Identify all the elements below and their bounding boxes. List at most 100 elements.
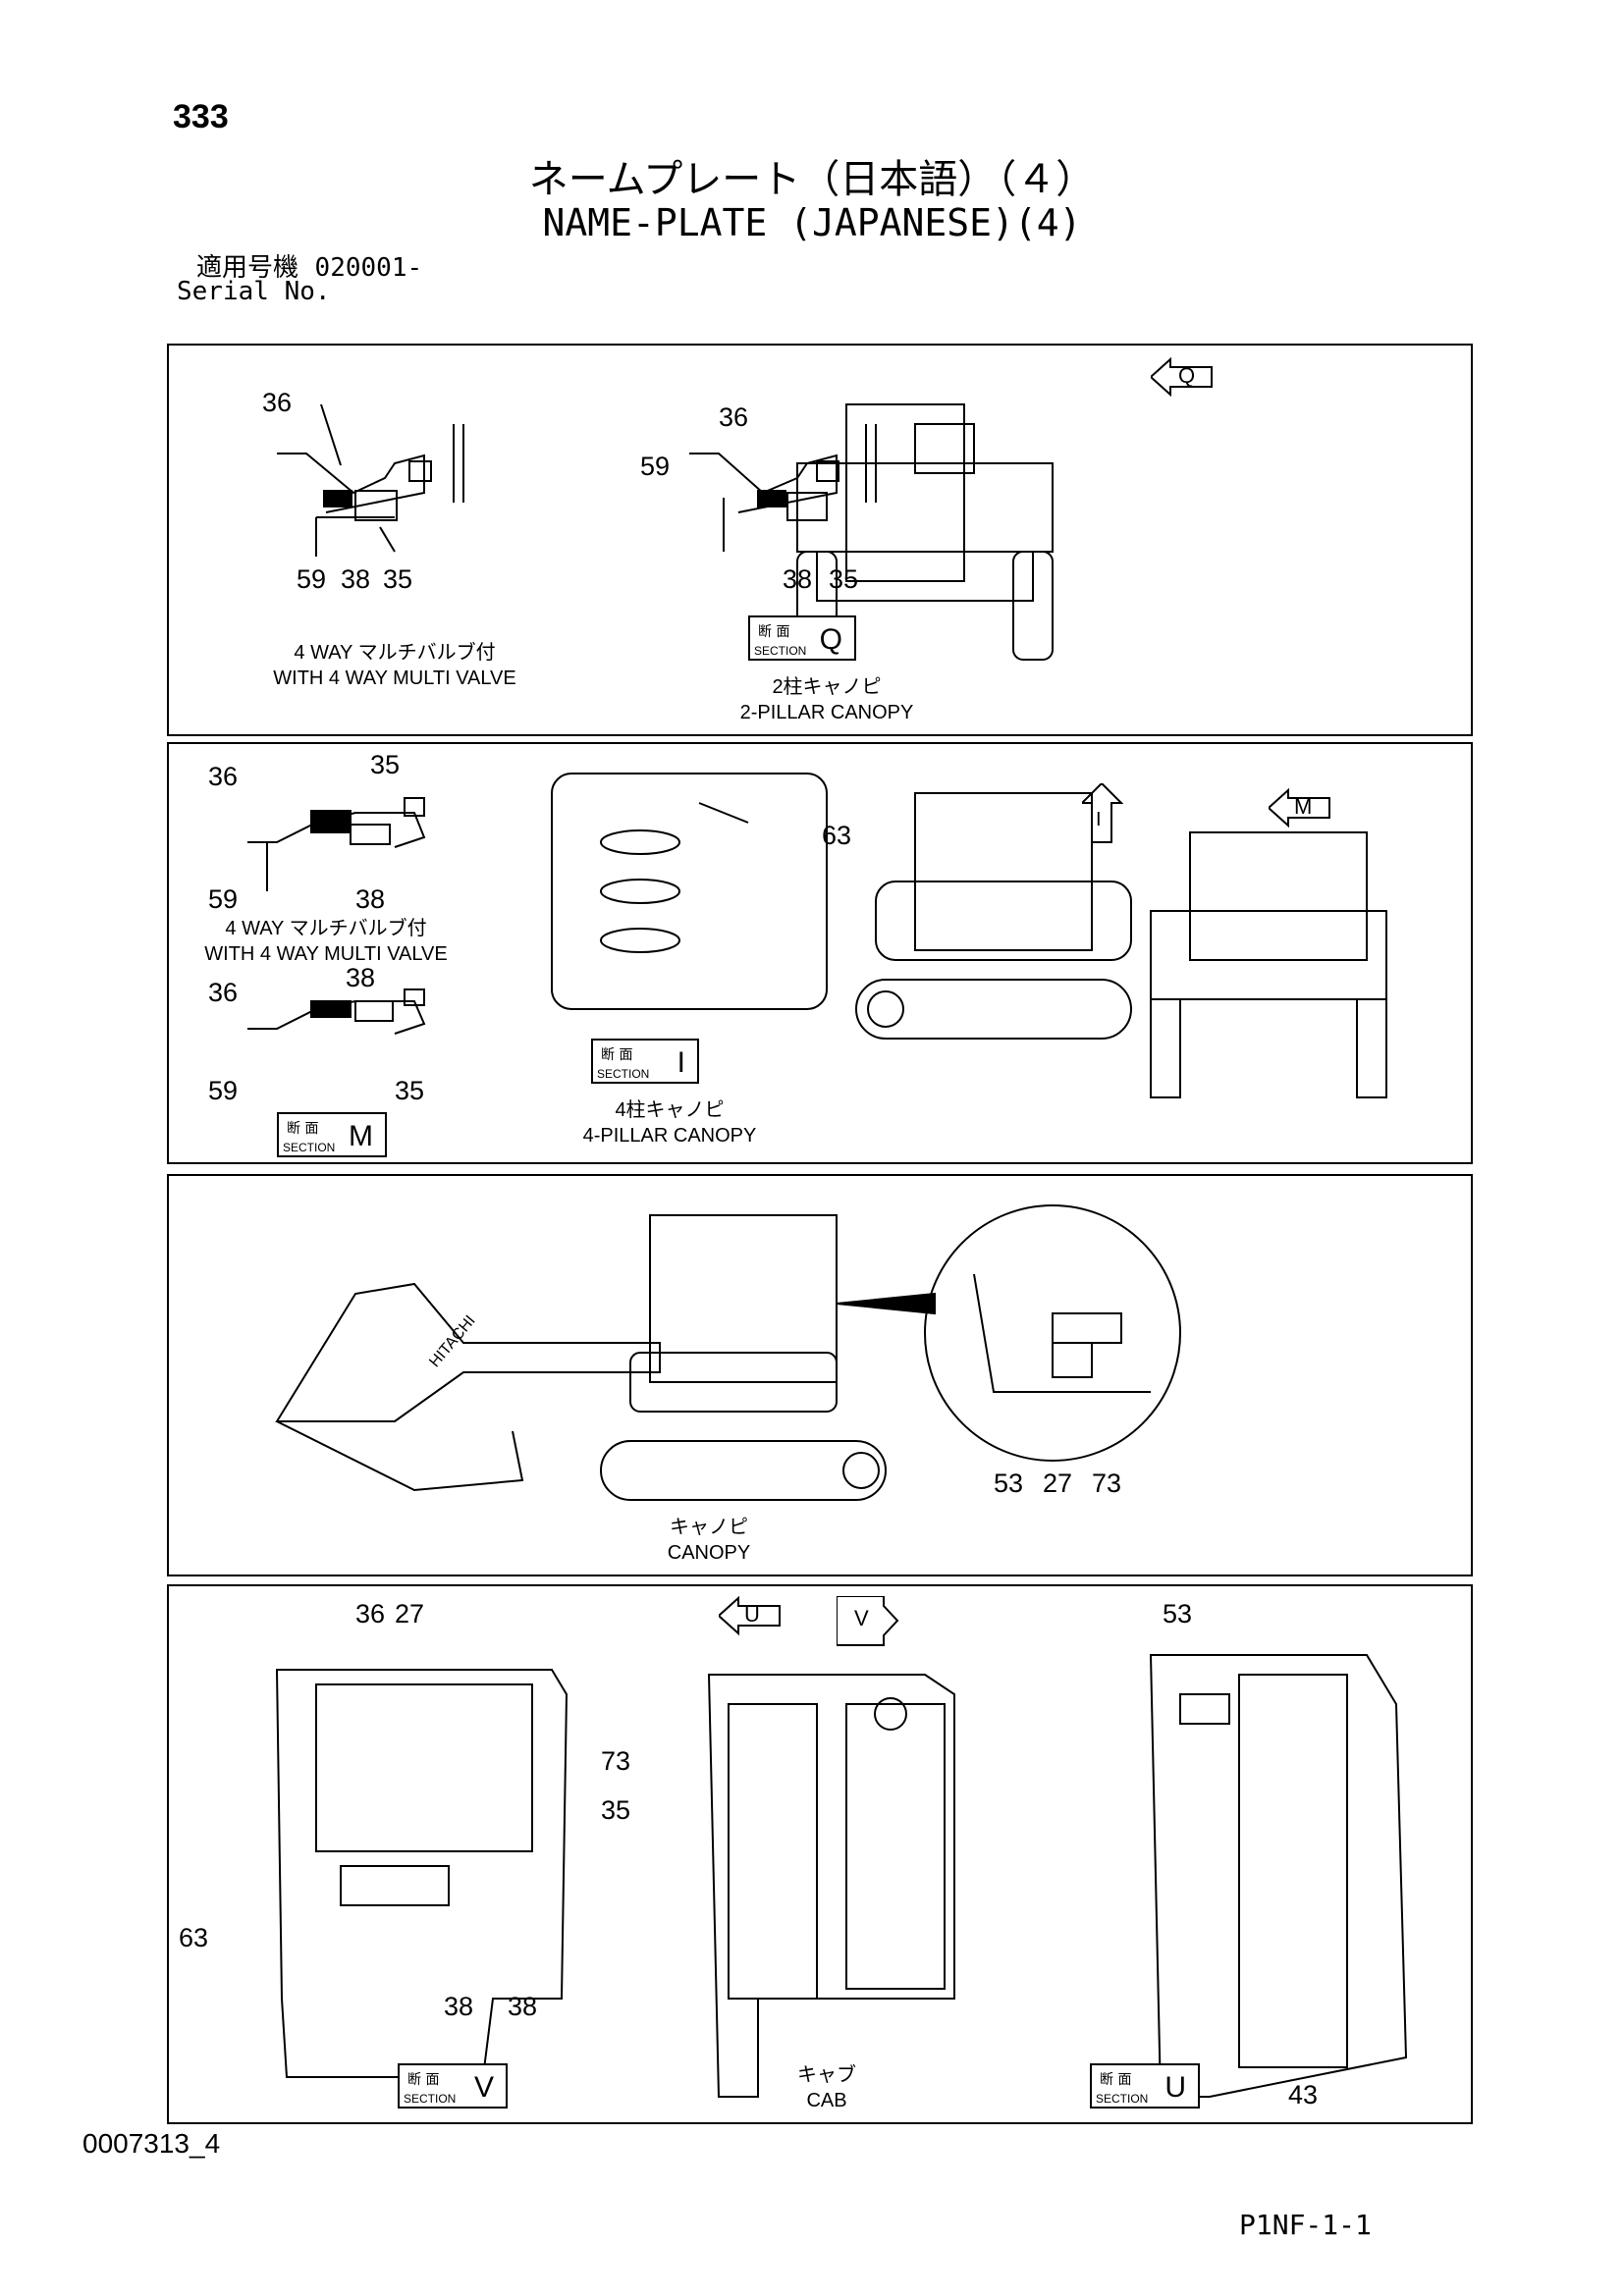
rear-screen [551, 773, 828, 1010]
section-label-u: 断 面 SECTION U [1090, 2063, 1200, 2109]
caption-2pillar-en: 2-PILLAR CANOPY [739, 702, 914, 723]
page-title-en: NAME-PLATE (JAPANESE)(4) [542, 201, 1082, 244]
callout-38: 38 [355, 884, 386, 914]
drawing-code: 0007313_4 [82, 2128, 221, 2159]
caption-2pillar: 2柱キャノピ 2-PILLAR CANOPY [699, 674, 954, 725]
section-letter: I [677, 1046, 685, 1079]
callout-35: 35 [383, 564, 413, 594]
section-letter: V [473, 2071, 494, 2104]
caption-canopy-jp: キャノピ [670, 1517, 748, 1538]
section-word: SECTION [283, 1141, 336, 1154]
callout-35: 35 [395, 1076, 425, 1105]
section-label-m: 断 面 SECTION M [277, 1112, 387, 1157]
caption-cab: キャブ CAB [748, 2062, 905, 2113]
callout-59: 59 [208, 884, 239, 914]
view-arrow-q: Q [1149, 356, 1213, 398]
callout-73: 73 [1092, 1468, 1122, 1498]
callout-59: 59 [208, 1076, 239, 1105]
callout-35: 35 [601, 1795, 631, 1825]
section-kanji: 断 面 [1100, 2072, 1132, 2088]
caption-4way: 4 WAY マルチバルブ付 WITH 4 WAY MULTI VALVE [257, 640, 532, 691]
nameplate-59 [323, 490, 352, 507]
caption-canopy: キャノピ CANOPY [611, 1515, 807, 1566]
panel-2-pillar-canopy: 36 59 38 35 36 59 38 35 4 WAY マルチバルブ付 WI… [167, 344, 1473, 736]
view-arrow-m: M [1267, 787, 1337, 828]
track [600, 1440, 887, 1501]
section-kanji: 断 面 [407, 2072, 440, 2088]
callout-35: 35 [370, 750, 401, 779]
caption-cab-jp: キャブ [797, 2064, 856, 2086]
callout-43: 43 [1288, 2080, 1319, 2109]
caption-4pillar: 4柱キャノピ 4-PILLAR CANOPY [542, 1097, 797, 1148]
view-arrow-letter: M [1294, 794, 1313, 819]
view-arrow-letter: U [744, 1602, 760, 1627]
callout-63: 63 [179, 1923, 209, 1952]
caption-4way-en: WITH 4 WAY MULTI VALVE [273, 667, 516, 689]
callout-36: 36 [355, 1599, 386, 1629]
panel-canopy-cutaway: HITACHI 53 27 73 キャノピ CANOPY [167, 1174, 1473, 1576]
callout-63: 63 [822, 821, 852, 850]
callout-38: 38 [341, 564, 371, 594]
callout-73: 73 [601, 1746, 631, 1776]
cab-rear-outline [1149, 1654, 1408, 2098]
canopy-frame [845, 403, 965, 582]
caption-4way: 4 WAY マルチバルブ付 WITH 4 WAY MULTI VALVE [179, 916, 473, 967]
section-kanji: 断 面 [758, 624, 790, 640]
view-arrow-i: I [1079, 781, 1124, 843]
callout-36: 36 [208, 762, 239, 791]
view-arrow-letter: Q [1178, 363, 1196, 388]
caption-2pillar-jp: 2柱キャノピ [772, 676, 882, 698]
callout-27: 27 [1043, 1468, 1073, 1498]
serial-label-en: Serial No. [177, 277, 331, 306]
view-arrow-letter: I [1096, 809, 1102, 830]
page-number: 333 [173, 98, 229, 135]
bucket [276, 1420, 524, 1492]
section-letter: M [349, 1120, 373, 1152]
section-label-q: 断 面 SECTION Q [748, 615, 856, 661]
panel4-drawing [275, 1654, 1408, 2098]
caption-4pillar-jp: 4柱キャノピ [615, 1099, 725, 1121]
panel-cab: 36 27 73 35 63 38 38 53 43 断 面 SECTION V… [167, 1584, 1473, 2124]
section-word: SECTION [1096, 2092, 1149, 2106]
view-arrow-v: V [836, 1595, 899, 1646]
section-word: SECTION [597, 1067, 650, 1081]
cab-front-outline [275, 1669, 568, 2078]
serial-line: 適用号機 020001- [196, 247, 422, 284]
detail-circle [924, 1204, 1181, 1462]
nameplate-38 [354, 490, 398, 521]
section-word: SECTION [404, 2092, 457, 2106]
caption-canopy-en: CANOPY [667, 1542, 751, 1564]
callout-36: 36 [208, 978, 239, 1007]
callout-36: 36 [719, 402, 749, 432]
caption-4way-en: WITH 4 WAY MULTI VALVE [204, 943, 448, 965]
panel1-drawing [277, 403, 1054, 661]
panel2-drawing [247, 773, 1387, 1098]
section-label-i: 断 面 SECTION I [591, 1039, 699, 1084]
section-kanji: 断 面 [601, 1047, 633, 1063]
callout-53: 53 [1163, 1599, 1193, 1629]
view-arrow-u: U [717, 1595, 787, 1636]
caption-4way-jp: 4 WAY マルチバルブ付 [225, 918, 427, 939]
serial-value: 020001- [314, 253, 423, 283]
panel3-drawing [275, 1204, 1181, 1501]
view-arrow-letter: V [854, 1606, 869, 1630]
callout-38: 38 [783, 564, 813, 594]
callout-27: 27 [395, 1599, 425, 1629]
page-code: P1NF-1-1 [1239, 2209, 1372, 2241]
callout-38: 38 [346, 963, 376, 992]
section-letter: Q [819, 623, 842, 656]
callout-53: 53 [994, 1468, 1024, 1498]
section-letter: U [1164, 2071, 1186, 2104]
track [855, 979, 1132, 1040]
caption-cab-en: CAB [806, 2090, 847, 2111]
callout-38: 38 [508, 1992, 538, 2021]
cab-side-outline [707, 1674, 955, 2098]
track-right [1012, 551, 1054, 661]
page-title-jp: ネームプレート（日本語）（４） [528, 157, 1096, 202]
callout-59: 59 [640, 452, 671, 481]
section-word: SECTION [754, 644, 807, 658]
section-label-v: 断 面 SECTION V [398, 2063, 508, 2109]
caption-4pillar-en: 4-PILLAR CANOPY [582, 1125, 757, 1147]
boom [275, 1282, 661, 1422]
callout-36: 36 [262, 388, 293, 417]
